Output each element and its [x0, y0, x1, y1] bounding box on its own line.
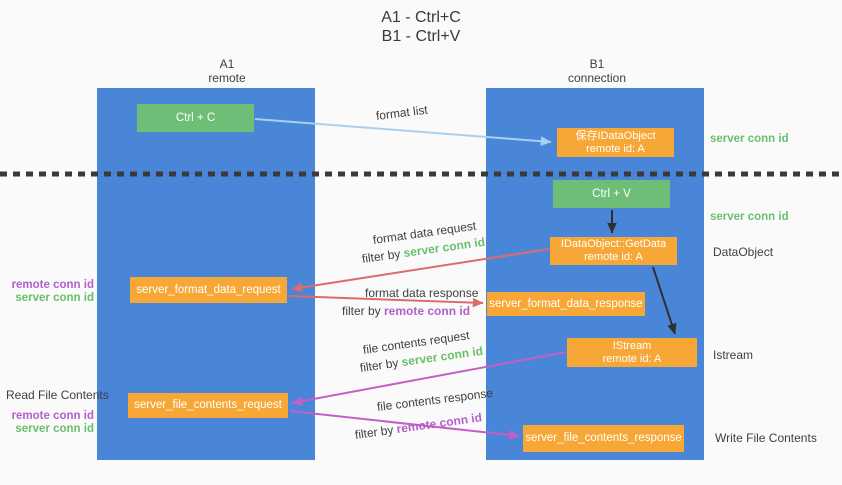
- title-line-1: A1 - Ctrl+C: [381, 9, 461, 26]
- arrow-format-list: [254, 118, 552, 146]
- node-idataobject-getdata: IDataObject::GetData remote id: A: [550, 237, 677, 265]
- lane-b1-name: B1: [589, 57, 605, 71]
- side-label-write-file-contents: Write File Contents: [715, 431, 817, 445]
- arrow-format-data-request: [291, 248, 550, 293]
- node-idataobject-getdata-line2: remote id: A: [584, 251, 643, 263]
- title-line-2: B1 - Ctrl+V: [381, 28, 461, 45]
- lane-a1-name: A1: [219, 57, 235, 71]
- node-ctrl-v: Ctrl + V: [553, 180, 670, 208]
- node-server-format-data-response-label: server_format_data_response: [489, 297, 643, 310]
- lane-a1-header: A1 remote: [157, 57, 297, 85]
- node-server-file-contents-request-label: server_file_contents_request: [134, 399, 282, 411]
- side-label-remote-conn-id-left-2: remote conn id: [11, 410, 94, 422]
- node-idataobject-getdata-line1: IDataObject::GetData: [560, 238, 667, 250]
- side-label-istream: Istream: [713, 348, 754, 362]
- node-save-idataobject: 保存IDataObject remote id: A: [557, 128, 674, 157]
- label-filter-by-remote-conn-id-1: filter by remote conn id: [342, 304, 470, 318]
- node-istream-line2: remote id: A: [602, 352, 662, 365]
- node-server-file-contents-request: server_file_contents_request: [128, 393, 288, 418]
- node-server-format-data-request-label: server_format_data_request: [136, 283, 281, 296]
- lane-b1-header: B1 connection: [527, 57, 667, 85]
- node-server-format-data-response: server_format_data_response: [487, 292, 645, 316]
- side-label-dataobject: DataObject: [713, 245, 774, 259]
- label-format-data-response: format data response: [365, 286, 479, 300]
- node-server-file-contents-response-label: server_file_contents_response: [525, 432, 682, 444]
- lane-a1-subtitle: remote: [208, 71, 246, 85]
- node-save-idataobject-line2: remote id: A: [586, 142, 645, 155]
- node-save-idataobject-line1: 保存IDataObject: [575, 129, 656, 142]
- side-label-server-conn-id-left-2: server conn id: [15, 423, 94, 435]
- node-istream-line1: IStream: [612, 339, 652, 352]
- side-label-remote-conn-id-left-1: remote conn id: [11, 279, 94, 291]
- node-istream: IStream remote id: A: [567, 338, 697, 367]
- node-ctrl-c-label: Ctrl + C: [175, 111, 216, 124]
- arrow-getdata-to-istream: [652, 266, 677, 335]
- side-label-server-conn-id-top: server conn id: [710, 133, 789, 145]
- side-label-server-conn-id-mid: server conn id: [710, 211, 789, 223]
- side-label-read-file-contents: Read File Contents: [6, 388, 109, 402]
- arrow-format-data-response: [288, 295, 484, 308]
- label-remote-conn-id-text: remote conn id: [384, 304, 471, 318]
- diagram-title: A1 - Ctrl+C B1 - Ctrl+V: [0, 8, 842, 46]
- node-ctrl-v-label: Ctrl + V: [592, 187, 631, 200]
- arrow-file-contents-response: [289, 410, 520, 440]
- node-server-file-contents-response: server_file_contents_response: [523, 425, 684, 452]
- node-ctrl-c: Ctrl + C: [137, 104, 254, 132]
- label-filter-by-text: filter by: [342, 304, 385, 318]
- side-label-server-conn-id-left-1: server conn id: [15, 292, 94, 304]
- lane-b1-subtitle: connection: [567, 71, 627, 85]
- arrow-file-contents-request: [291, 351, 567, 406]
- node-server-format-data-request: server_format_data_request: [130, 277, 287, 303]
